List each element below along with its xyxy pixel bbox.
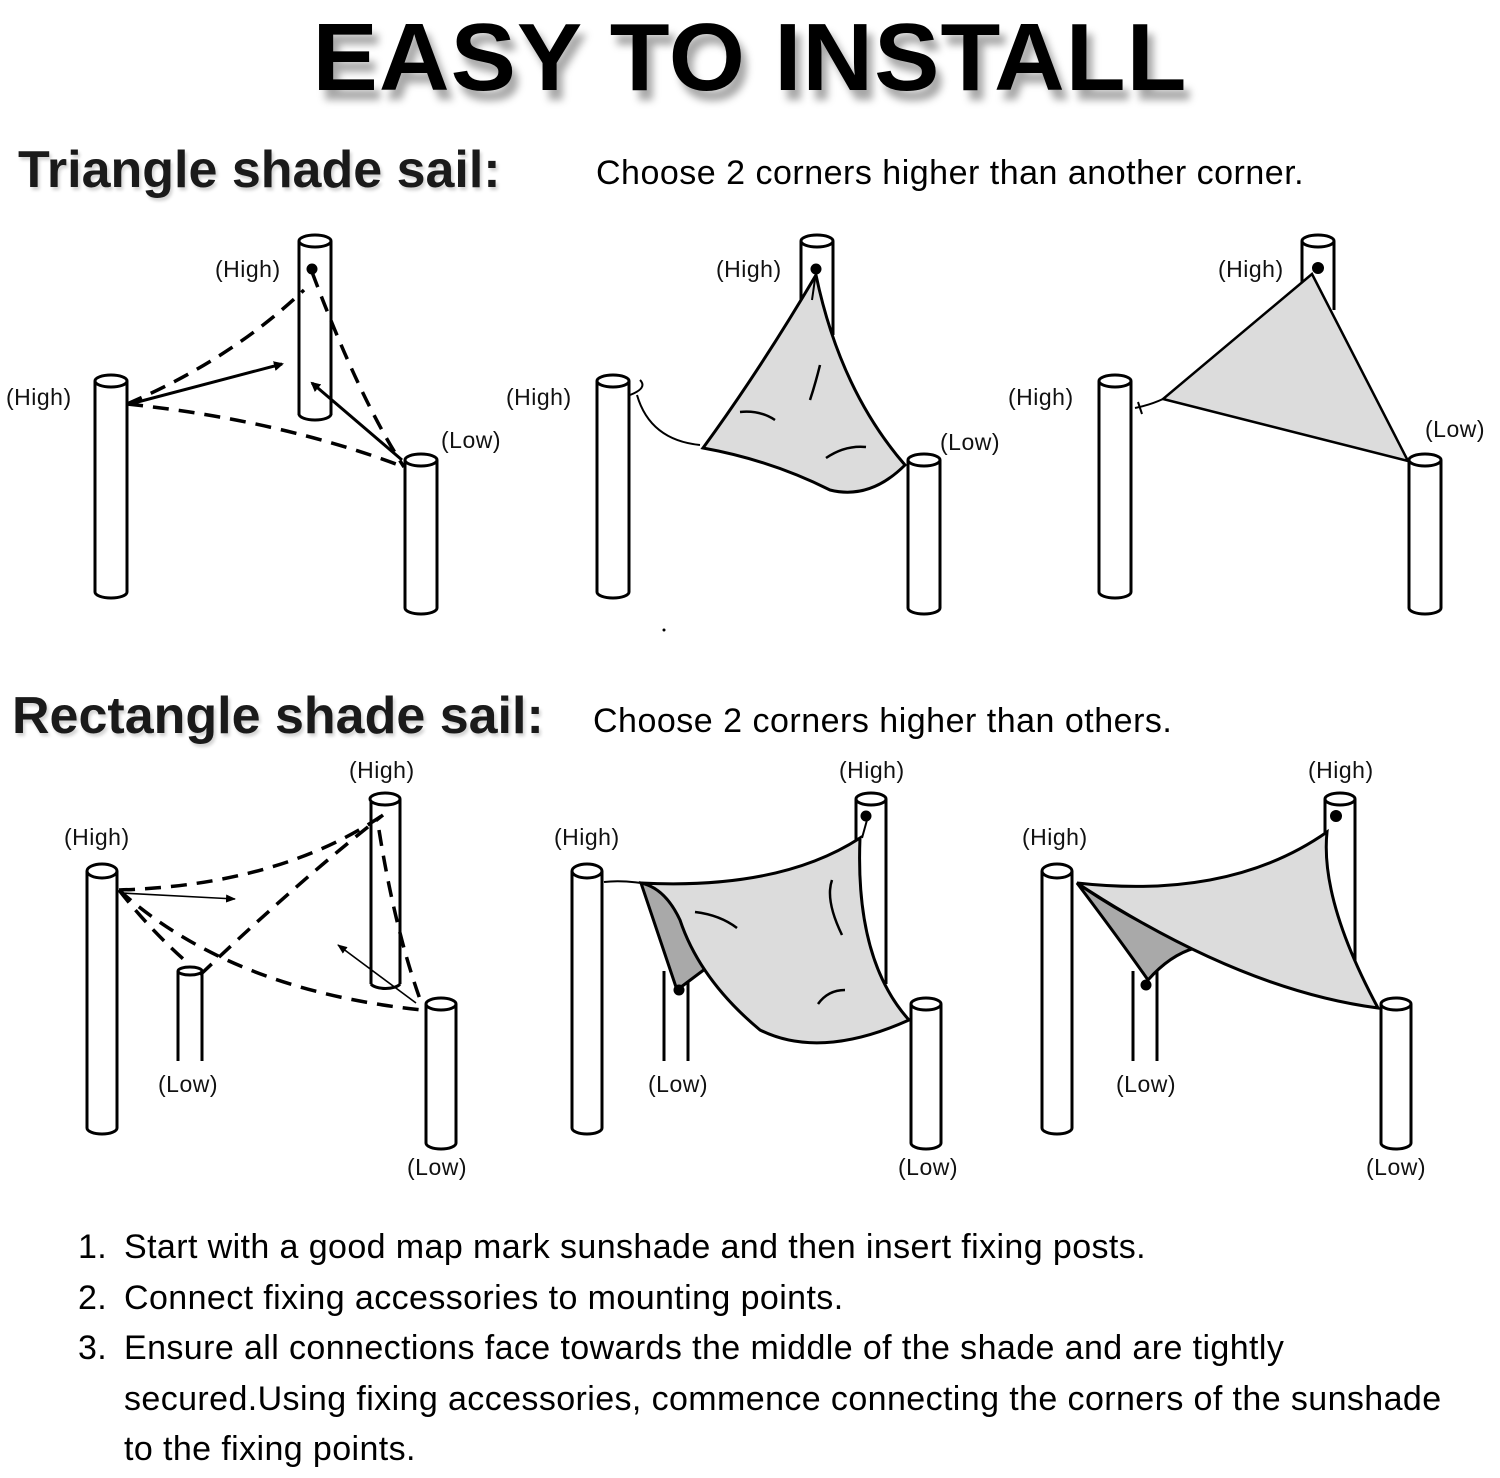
post-icon	[1379, 996, 1413, 1151]
post-icon	[595, 373, 631, 600]
label-high: (High)	[6, 384, 72, 410]
triangle-section-subtitle: Choose 2 corners higher than another cor…	[596, 154, 1305, 192]
label-low: (Low)	[441, 427, 501, 453]
post-icon	[1040, 862, 1074, 1136]
step-number: 1.	[78, 1228, 108, 1266]
label-low: (Low)	[898, 1154, 958, 1180]
post-icon	[909, 996, 943, 1151]
label-low: (Low)	[158, 1071, 218, 1097]
triangle-section-header: Triangle shade sail: Choose 2 corners hi…	[0, 140, 1500, 210]
post-icon	[424, 996, 458, 1151]
post-icon	[570, 862, 604, 1136]
triangle-diagrams: (High) (High) (Low) (High)	[6, 233, 1485, 632]
post-icon	[93, 373, 129, 600]
post-icon	[403, 452, 439, 616]
post-icon	[176, 965, 204, 1062]
triangle-attaching-diagram: (High) (High) (Low)	[506, 233, 1000, 632]
triangle-section-title: Triangle shade sail:	[18, 141, 501, 199]
label-high: (High)	[64, 824, 130, 850]
post-icon	[1097, 373, 1133, 600]
instruction-step: 1. Start with a good map mark sunshade a…	[78, 1222, 1478, 1273]
label-high: (High)	[1308, 757, 1374, 783]
label-high: (High)	[349, 757, 415, 783]
instructions-list: 1. Start with a good map mark sunshade a…	[78, 1222, 1478, 1475]
label-high: (High)	[215, 256, 281, 282]
post-icon	[368, 791, 402, 990]
rectangle-section-header: Rectangle shade sail: Choose 2 corners h…	[0, 686, 1500, 756]
sail-shape	[1160, 272, 1411, 463]
triangle-finished-diagram: (High) (High) (Low)	[1008, 233, 1485, 616]
label-low: (Low)	[940, 429, 1000, 455]
sail-shape	[1076, 828, 1381, 1010]
post-icon	[1131, 970, 1159, 1062]
label-low: (Low)	[1116, 1071, 1176, 1097]
triangle-plan-diagram: (High) (High) (Low)	[6, 233, 501, 616]
page-title: EASY TO INSTALL	[312, 4, 1188, 111]
label-high: (High)	[1008, 384, 1074, 410]
rectangle-plan-diagram: (High) (High) (Low) (Low)	[64, 757, 467, 1180]
label-high: (High)	[1022, 824, 1088, 850]
label-high: (High)	[839, 757, 905, 783]
post-icon	[297, 233, 333, 422]
label-low: (Low)	[648, 1071, 708, 1097]
sail-shape	[700, 270, 908, 494]
post-icon	[1407, 452, 1443, 616]
post-icon	[85, 862, 119, 1136]
rectangle-section-title: Rectangle shade sail:	[12, 687, 544, 745]
label-high: (High)	[554, 824, 620, 850]
label-low: (Low)	[1425, 416, 1485, 442]
sail-shape	[640, 835, 912, 1045]
label-high: (High)	[1218, 256, 1284, 282]
post-icon	[906, 452, 942, 616]
step-text: Connect fixing accessories to mounting p…	[124, 1278, 844, 1317]
rectangle-attaching-diagram: (High) (High) (Low) (Low)	[554, 757, 958, 1180]
label-high: (High)	[716, 256, 782, 282]
step-number: 2.	[78, 1278, 108, 1317]
step-text: Ensure all connections face towards the …	[124, 1329, 1442, 1468]
rectangle-finished-diagram: (High) (High) (Low) (Low)	[1022, 757, 1426, 1180]
label-low: (Low)	[1366, 1154, 1426, 1180]
label-low: (Low)	[407, 1154, 467, 1180]
rectangle-section-subtitle: Choose 2 corners higher than others.	[593, 702, 1173, 740]
instruction-step: 2. Connect fixing accessories to mountin…	[78, 1273, 1478, 1324]
instruction-step: 3. Ensure all connections face towards t…	[78, 1323, 1444, 1475]
step-number: 3.	[78, 1329, 108, 1367]
rectangle-diagrams: (High) (High) (Low) (Low)	[64, 757, 1426, 1180]
step-text: Start with a good map mark sunshade and …	[124, 1228, 1146, 1266]
label-high: (High)	[506, 384, 572, 410]
